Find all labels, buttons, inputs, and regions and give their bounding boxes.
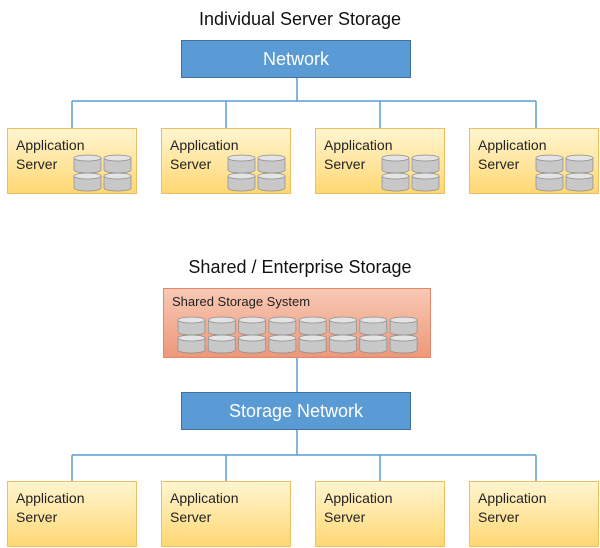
server-label-line1: Application xyxy=(170,490,239,506)
disk-icon xyxy=(238,316,266,336)
disk-icon xyxy=(298,334,327,354)
shared-storage-title: Shared / Enterprise Storage xyxy=(188,257,412,277)
disk-icon xyxy=(389,334,418,354)
server-label-line1: Application xyxy=(324,490,393,506)
disk-icon xyxy=(257,172,286,192)
disk-icon xyxy=(177,316,206,336)
disk-icon xyxy=(238,334,266,354)
disk-icon xyxy=(411,172,440,192)
disk-icon xyxy=(73,154,102,174)
server-label-line1: Application xyxy=(16,137,85,153)
server-label-line1: Application xyxy=(170,137,239,153)
disk-icon xyxy=(207,316,236,336)
disk-icon xyxy=(389,316,418,336)
disk-icon xyxy=(359,334,388,354)
server-label-line1: Application xyxy=(324,137,393,153)
individual-storage-title: Individual Server Storage xyxy=(198,9,402,29)
storage-network-box: Storage Network xyxy=(181,392,411,430)
disk-stack-icon xyxy=(227,154,286,192)
disk-icon xyxy=(381,172,410,192)
server-label-line1: Application xyxy=(16,490,85,506)
server-label-line2: Server xyxy=(324,156,366,172)
shared-storage-label: Shared Storage System xyxy=(172,294,311,309)
disk-icon xyxy=(103,154,132,174)
disk-array-icon xyxy=(177,316,418,354)
disk-icon xyxy=(268,334,297,354)
disk-icon xyxy=(227,154,256,174)
disk-icon xyxy=(565,172,594,192)
disk-icon xyxy=(359,316,388,336)
disk-icon xyxy=(329,316,357,336)
disk-icon xyxy=(535,154,564,174)
disk-icon xyxy=(565,154,594,174)
server-label-line2: Server xyxy=(16,509,58,525)
disk-icon xyxy=(103,172,132,192)
disk-icon xyxy=(268,316,297,336)
disk-stack-icon xyxy=(535,154,594,192)
network-box: Network xyxy=(181,40,411,78)
disk-icon xyxy=(535,172,564,192)
disk-icon xyxy=(411,154,440,174)
server-label-line1: Application xyxy=(478,490,547,506)
disk-icon xyxy=(329,334,357,354)
shared-storage-system: Shared Storage System xyxy=(163,288,431,358)
disk-icon xyxy=(73,172,102,192)
server-label-line2: Server xyxy=(478,509,520,525)
server-label-line2: Server xyxy=(170,509,212,525)
disk-icon xyxy=(381,154,410,174)
disk-stack-icon xyxy=(381,154,440,192)
server-label-line2: Server xyxy=(16,156,58,172)
server-label-line1: Application xyxy=(478,137,547,153)
disk-icon xyxy=(298,316,327,336)
disk-icon xyxy=(207,334,236,354)
server-label-line2: Server xyxy=(170,156,212,172)
disk-icon xyxy=(257,154,286,174)
disk-icon xyxy=(177,334,206,354)
server-label-line2: Server xyxy=(324,509,366,525)
disk-icon xyxy=(227,172,256,192)
server-label-line2: Server xyxy=(478,156,520,172)
disk-stack-icon xyxy=(73,154,132,192)
